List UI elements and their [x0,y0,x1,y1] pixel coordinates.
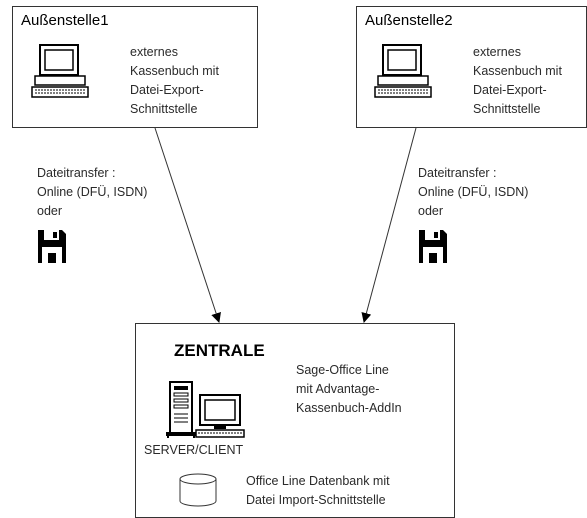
branch2-desc-line: externes [473,45,521,59]
branch1-description: externes Kassenbuch mit Datei-Export- Sc… [130,43,219,119]
transfer1-text: Dateitransfer : Online (DFÜ, ISDN) oder [37,164,147,221]
transfer2-line: Online (DFÜ, ISDN) [418,185,529,199]
software-line: Kassenbuch-AddIn [296,401,402,415]
branch2-desc-line: Kassenbuch mit [473,64,562,78]
server-workstation-icon [166,381,245,438]
floppy-disk-icon [419,230,447,263]
software-line: mit Advantage- [296,382,380,396]
branch2-description: externes Kassenbuch mit Datei-Export- Sc… [473,43,562,119]
transfer1-line: Online (DFÜ, ISDN) [37,185,148,199]
transfer2-text: Dateitransfer : Online (DFÜ, ISDN) oder [418,164,528,221]
central-title: ZENTRALE [174,341,265,360]
software-line: Sage-Office Line [296,363,389,377]
central-box: ZENTRALE Sage-Office Line mit Advantage-… [135,323,455,518]
desktop-computer-icon [374,44,432,98]
transfer1-line: oder [37,204,63,218]
branch1-desc-line: externes [130,45,178,59]
branch1-title: Außenstelle1 [21,12,109,29]
arrow-branch1-to-central [154,127,221,323]
desktop-computer-icon [31,44,89,98]
branch1-desc-line: Schnittstelle [130,102,198,116]
database-line: Datei Import-Schnittstelle [246,493,386,507]
transfer1-line: Dateitransfer : [37,166,116,180]
branch1-box: Außenstelle1 externes Kassenbuch mit Dat… [12,6,258,128]
branch2-desc-line: Datei-Export- [473,83,547,97]
server-client-label: SERVER/CLIENT [144,443,244,457]
branch2-desc-line: Schnittstelle [473,102,541,116]
branch1-desc-line: Datei-Export- [130,83,204,97]
branch2-box: Außenstelle2 externes Kassenbuch mit Dat… [356,6,587,128]
transfer2-line: oder [418,204,444,218]
branch1-desc-line: Kassenbuch mit [130,64,219,78]
central-database-description: Office Line Datenbank mit Datei Import-S… [246,472,390,510]
floppy-disk-icon [38,230,66,263]
transfer2-line: Dateitransfer : [418,166,497,180]
database-cylinder-icon [179,473,217,507]
arrow-branch2-to-central [361,127,417,323]
database-line: Office Line Datenbank mit [246,474,390,488]
branch2-title: Außenstelle2 [365,12,453,29]
central-software-description: Sage-Office Line mit Advantage- Kassenbu… [296,361,402,418]
